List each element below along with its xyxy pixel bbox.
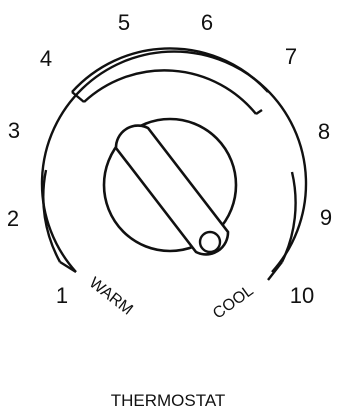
cool-label: COOL [210,282,257,322]
dial-number-10: 10 [290,283,314,308]
thermostat-caption: THERMOSTAT [111,391,226,410]
setting-band-cap-right [256,110,262,114]
dial-number-4: 4 [40,46,52,71]
dial-number-6: 6 [201,10,213,35]
dial-number-3: 3 [8,118,20,143]
dial-number-2: 2 [7,206,19,231]
dial-number-1: 1 [56,283,68,308]
dial-pointer-hole [200,232,220,252]
dial-number-5: 5 [118,10,130,35]
warm-label: WARM [86,274,136,318]
cool-arc-end [282,172,296,262]
dial-number-7: 7 [285,44,297,69]
cool-arc-end-cap [268,262,282,280]
dial-knob[interactable] [104,119,236,254]
dial-number-9: 9 [320,205,332,230]
dial-number-8: 8 [318,119,330,144]
